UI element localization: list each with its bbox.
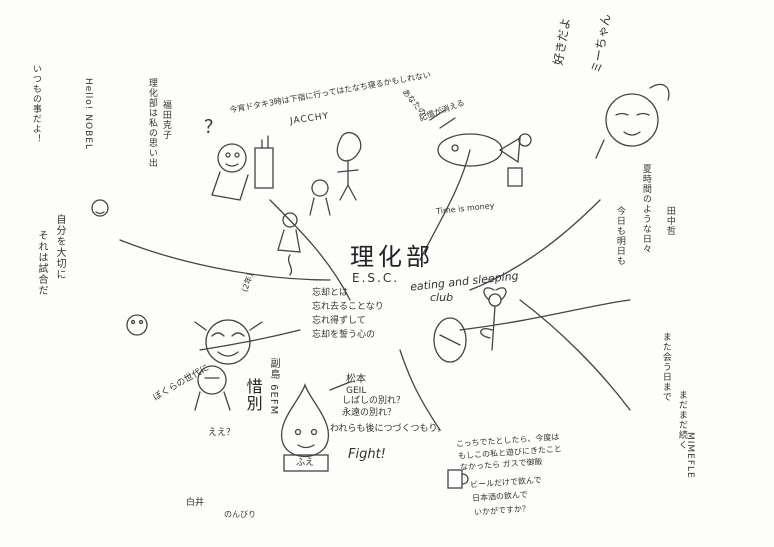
- cup-doodle: [447, 469, 469, 489]
- circle-doodle-left: [126, 314, 148, 336]
- farewell-face-label: ふえ: [296, 458, 315, 468]
- right-note-5: まだまだ続く: [676, 390, 687, 450]
- page-title: 理化部: [350, 243, 434, 271]
- center-left-note-line1: 忘却とは: [312, 288, 349, 298]
- drop-face-doodle: [280, 381, 351, 472]
- center-left-note-line3: 忘れ得ずして: [312, 316, 366, 326]
- center-left-note-line4: 忘却を誓う心の: [312, 330, 376, 340]
- small-tag-3: 白井: [186, 498, 205, 508]
- connector-line: [199, 329, 301, 351]
- farewell-label: 惜別: [243, 378, 263, 412]
- farewell-fight: Fight!: [348, 447, 386, 462]
- farewell-subname: 松本: [346, 374, 366, 385]
- connector-line: [119, 239, 331, 281]
- right-note-3: 田中哲: [664, 206, 675, 236]
- page-subtitle: E.S.C.: [352, 271, 400, 285]
- right-note-4: また会う日まで: [660, 332, 671, 402]
- connector-line: [459, 299, 631, 331]
- connector-line: [269, 199, 351, 301]
- character-doodle-topleft: [211, 135, 274, 201]
- center-left-note-line2: 忘れ去ることなり: [312, 302, 384, 312]
- connector-line: [469, 199, 601, 291]
- left-note-4: 福田克子: [160, 100, 171, 140]
- farewell-question2: 永遠の別れ？: [342, 408, 397, 418]
- connector-line: [419, 149, 471, 261]
- left-note-1: いつもの事だよ！: [30, 64, 41, 144]
- small-face-left: [91, 199, 109, 217]
- flower-doodle: [433, 287, 507, 363]
- right-note-1: 夏時間のような日々: [640, 164, 651, 254]
- creature-doodle-top: [429, 109, 532, 187]
- small-doodles-left: [277, 179, 331, 276]
- left-note-5: 自分を大切に: [54, 214, 65, 280]
- left-note-3: 理化部は私の思い出: [146, 78, 157, 168]
- farewell-question1: しばしの別れ？: [342, 396, 406, 406]
- ee-exclamation: ええ？: [208, 428, 236, 438]
- face-doodle-bottomleft: [194, 319, 263, 411]
- question-mark: ？: [204, 117, 222, 138]
- farewell-name: 副島 6EFM: [268, 358, 279, 416]
- left-note-6: それは試合だ: [36, 230, 47, 296]
- farewell-subname2: GEIL: [346, 386, 367, 396]
- right-note-2: 今日も明日も: [614, 206, 625, 266]
- tagline-line2: club: [430, 291, 454, 304]
- connector-line: [519, 299, 631, 411]
- connector-line: [399, 349, 441, 431]
- right-note-6: MIMEFLE: [684, 432, 695, 479]
- farewell-closing: われらも後につづくつもり。: [330, 424, 447, 434]
- character-doodle-middle: [336, 131, 362, 201]
- small-tag-4: のんびり: [224, 510, 256, 519]
- left-note-2: Hello! NOBEL: [82, 78, 93, 150]
- face-doodle-topright: [595, 83, 670, 159]
